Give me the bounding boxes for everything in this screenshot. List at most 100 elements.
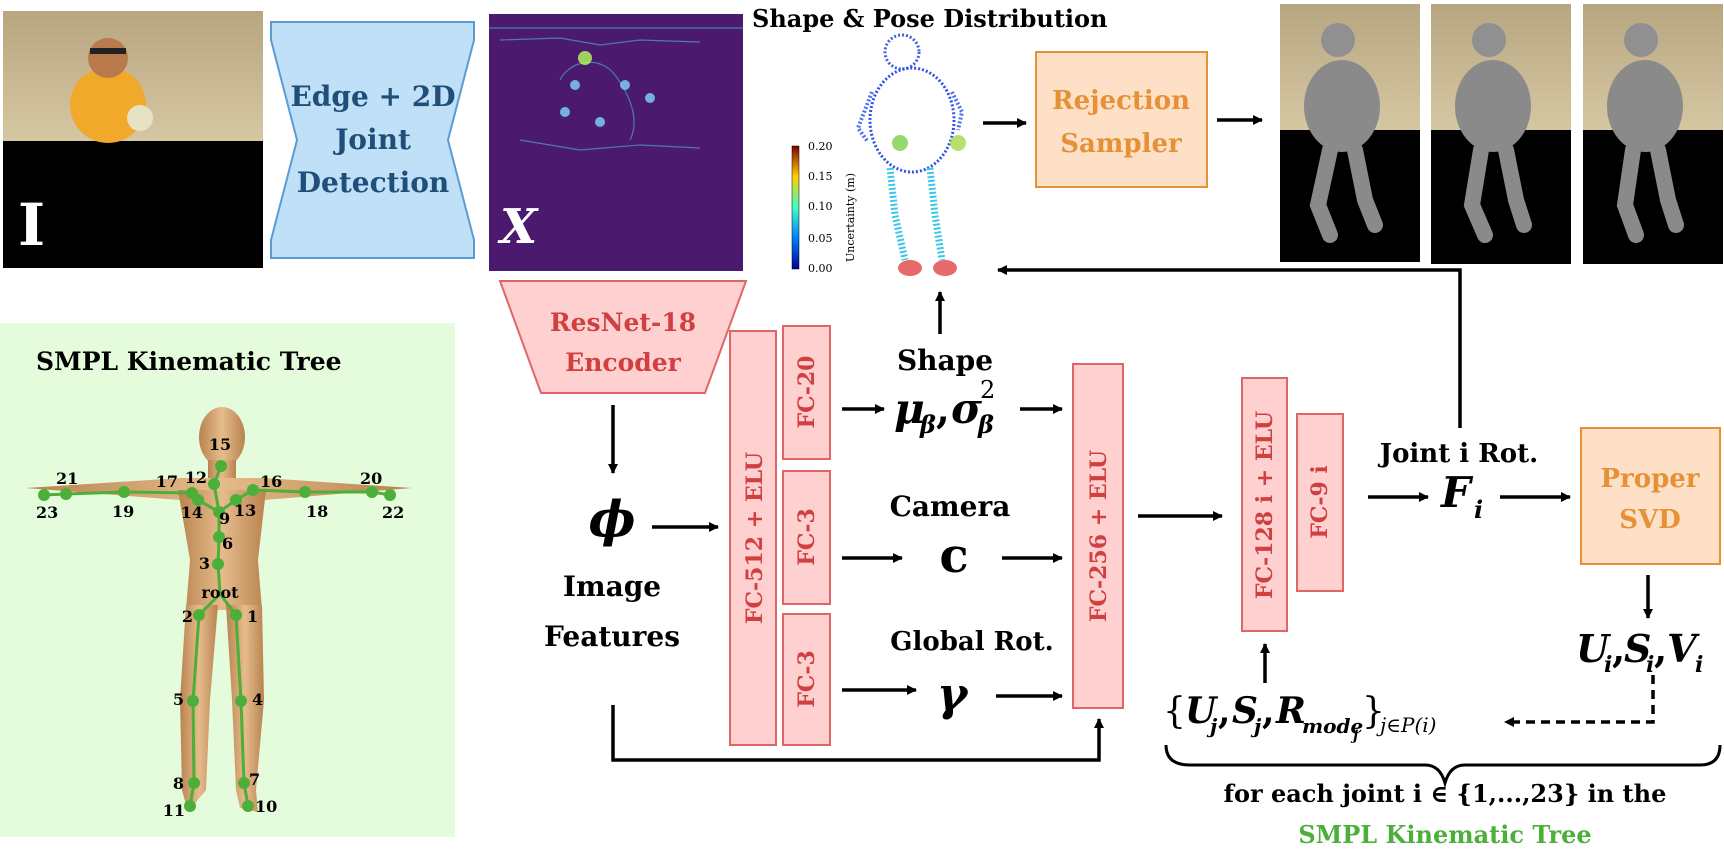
proxy-symbol: X [497,199,539,255]
detector-label-3: Detection [297,166,450,199]
joint-label-13: 13 [234,501,256,520]
features-symbol: ϕ [588,489,635,548]
kinematic-tree-panel: SMPL Kinematic Tree [0,323,455,837]
joint-label-12: 12 [185,468,207,487]
bone-19-21 [65,490,125,496]
joint-label-20: 20 [360,469,382,488]
joint-marker-22 [384,489,396,501]
input-symbol: I [18,191,45,259]
fc20-label: FC-20 [794,356,820,429]
joint-label-16: 16 [260,472,282,491]
joint-label-11: 11 [163,801,185,820]
parent-R-mode: mode [1302,714,1363,738]
joint-label-18: 18 [306,502,328,521]
colorbar-tick-3: 0.05 [808,232,833,245]
fc512-label: FC-512 + ELU [742,452,768,624]
joint-marker-19 [118,486,130,498]
parent-open-brace: { [1163,691,1186,732]
joint-marker-13 [230,494,242,506]
fc9-block: FC-9 i [1296,413,1344,592]
svg-text:,: , [1612,626,1625,671]
joint-marker-20 [366,486,378,498]
joint-marker-6 [213,531,225,543]
proxy-representation: X [489,14,743,271]
tree-title: SMPL Kinematic Tree [36,347,342,376]
rejection-label-2: Sampler [1060,129,1182,159]
shape-sigma-sup: 2 [980,376,995,404]
person-in-image [70,38,153,143]
global-rot-label: Global Rot. [890,627,1053,657]
joint-marker-4 [235,695,247,707]
colorbar-tick-0: 0.20 [808,140,833,153]
svd-label-1: Proper [1600,464,1699,494]
sample-image-1 [1280,4,1420,262]
colorbar-tick-4: 0.00 [808,262,833,275]
camera-label: Camera [890,490,1011,523]
fc128-label: FC-128 i + ELU [1252,411,1278,599]
joint-label-1: 1 [247,607,258,626]
parent-S: S [1232,690,1258,732]
svg-text:,: , [1218,690,1231,732]
shape-label: Shape [897,344,993,377]
colorbar-tick-2: 0.10 [808,200,833,213]
joint-marker-9 [213,506,225,518]
proper-svd: Proper SVD [1580,427,1721,565]
resnet-encoder: ResNet-18 Encoder [498,280,748,394]
usv-U-sub: i [1604,652,1612,678]
bone-5-8 [191,700,196,784]
joint-marker-1 [230,609,242,621]
joint-marker-16 [247,484,259,496]
features-label-2: Features [544,620,680,653]
image-features: ϕ Image Features [544,489,680,653]
uncertainty-colorbar: 0.20 0.15 0.10 0.05 0.00 Uncertainty (m) [791,140,857,275]
sample-image-3 [1583,4,1723,264]
encoder-label-2: Encoder [565,348,682,377]
usv-V-sub: i [1695,652,1703,678]
shape-sigma: σ [951,384,982,433]
uncertainty-mesh [855,33,966,276]
distribution-title: Shape & Pose Distribution [752,4,1108,33]
parent-U: U [1185,690,1219,732]
joint-label-root: root [201,583,239,602]
bone-4-7 [239,700,246,784]
foreach-label-1: for each joint i ∈ {1,...,23} in the [1224,779,1667,808]
foreach-label-2: SMPL Kinematic Tree [1298,820,1591,849]
joint-marker-14 [192,494,204,506]
colorbar-tick-1: 0.15 [808,170,833,183]
joint-marker-23 [38,489,50,501]
joint-label-10: 10 [255,797,277,816]
joint-label-23: 23 [36,503,58,522]
rejection-sampler: Rejection Sampler [1035,51,1208,188]
usv-V: V [1667,626,1700,671]
joint-label-5: 5 [173,690,184,709]
bone-1-4 [234,614,243,702]
smpl-body [26,407,412,812]
fc256-block: FC-256 + ELU [1072,363,1124,709]
joint-marker-10 [242,800,254,812]
svg-text:,: , [1654,626,1667,671]
joint-label-6: 6 [222,534,233,553]
encoder-label-1: ResNet-18 [550,308,696,337]
bone-17-19 [123,490,193,495]
sample-images [1280,4,1723,264]
joint-rot-label: Joint i Rot. [1378,439,1538,469]
joint-rot-sub: i [1474,495,1483,524]
shape-mu: μ [894,384,925,433]
joint-label-17: 17 [156,472,178,491]
shape-sigma-sub: β [977,410,994,439]
svg-text:,: , [1262,690,1275,732]
fc3-camera-block: FC-3 [782,470,831,605]
fc128-block: FC-128 i + ELU [1241,377,1288,632]
parent-R: R [1275,690,1306,732]
parent-R-mode-sub: j [1350,728,1358,744]
proxy-joint-heatmaps [560,51,655,127]
global-rot-symbol: γ [937,667,970,721]
joint-marker-18 [299,486,311,498]
joint-label-7: 7 [249,770,260,789]
usv-U: U [1576,626,1612,671]
joint-label-2: 2 [182,607,193,626]
joint-marker-15 [215,460,227,472]
fc512-block: FC-512 + ELU [729,330,777,746]
edge-joint-detector: Edge + 2D Joint Detection [270,21,475,259]
